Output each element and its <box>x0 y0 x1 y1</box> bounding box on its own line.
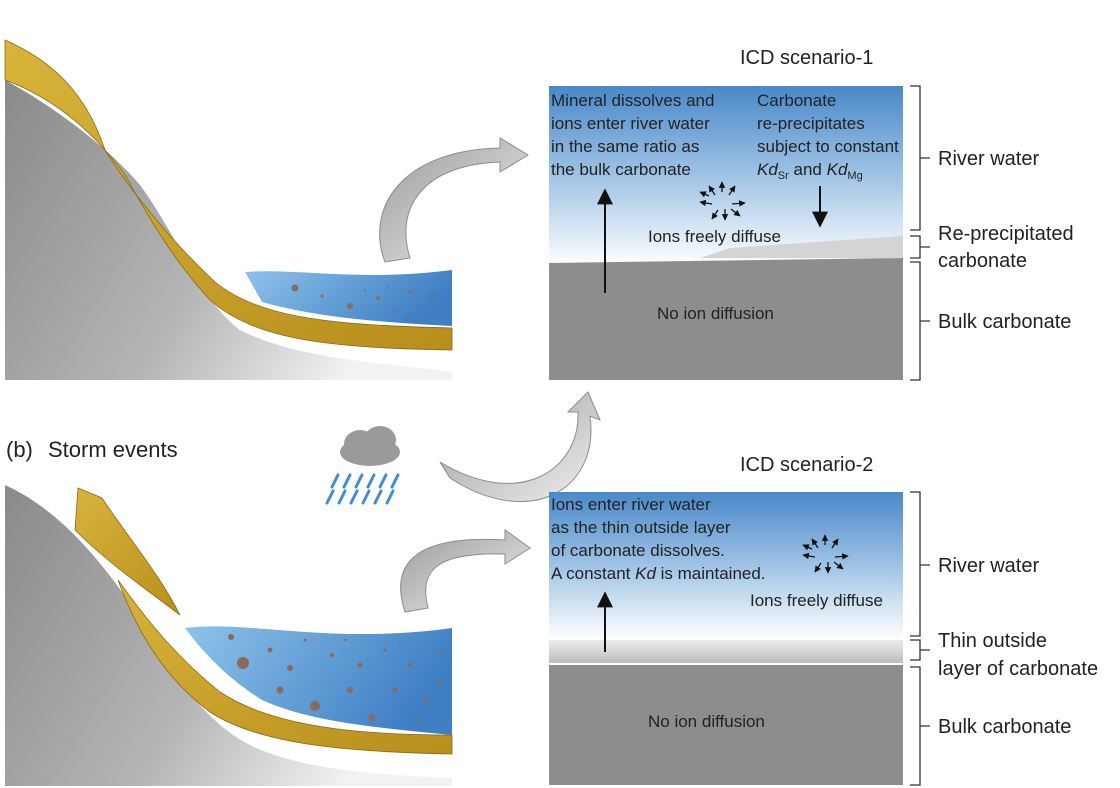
suspended-particles-storm <box>228 634 442 722</box>
scenario2-label-thin-1: layer of carbonate <box>938 658 1098 680</box>
diffusion-arrows-2 <box>802 534 849 574</box>
hillslope-storm <box>5 485 452 786</box>
scenario1-title: ICD scenario-1 <box>740 47 873 69</box>
scenario2-water <box>549 492 903 640</box>
sediment-layer <box>4 39 453 351</box>
scenario1-text-right-2: subject to constant <box>757 137 899 156</box>
bracket-thin <box>910 639 930 661</box>
scenario2-text-2: of carbonate dissolves. <box>551 541 725 560</box>
bracket-bulk-2 <box>910 666 930 786</box>
bracket-river-2 <box>910 491 930 637</box>
bracket-river-1 <box>910 85 930 231</box>
bracket-bulk-1 <box>910 261 930 381</box>
sliding-sediment-chunk <box>74 487 181 616</box>
suspended-particles <box>291 284 442 320</box>
scenario1-label-river: River water <box>938 148 1039 170</box>
river-water-storm <box>185 626 452 735</box>
scenario1-label-bulk: Bulk carbonate <box>938 311 1071 333</box>
scenario1-water <box>549 86 903 266</box>
scenario2-box: ICD scenario-2 Ions enter river water as… <box>549 454 1098 786</box>
scenario1-text-right-0: Carbonate <box>757 91 836 110</box>
landscape-normal <box>4 39 453 380</box>
arrow-storm-to-scenario1 <box>439 391 601 503</box>
scenario1-text-left-0: Mineral dissolves and <box>551 91 714 110</box>
thin-outside-layer <box>549 640 903 663</box>
panel-b-label: (b) <box>6 437 33 462</box>
scenario2-title: ICD scenario-2 <box>740 454 873 476</box>
scenario2-ions-diffuse: Ions freely diffuse <box>750 591 883 610</box>
bulk-carbonate-1 <box>549 258 903 380</box>
scenario2-no-diffusion: No ion diffusion <box>648 712 765 731</box>
scenario1-text-left-3: the bulk carbonate <box>551 160 691 179</box>
sediment-layer-storm <box>117 579 453 755</box>
scenario1-text-left-2: in the same ratio as <box>551 137 699 156</box>
panel-b-title: Storm events <box>48 437 178 462</box>
scenario2-label-river: River water <box>938 555 1039 577</box>
scenario1-ions-diffuse: Ions freely diffuse <box>648 227 781 246</box>
arrow-to-scenario1 <box>379 137 529 263</box>
scenario1-box: ICD scenario-1 Mineral dissolves and ion… <box>549 47 1074 381</box>
scenario1-kd-line: KdSr and KdMg <box>757 160 863 182</box>
scenario1-label-reprecip-0: Re-precipitated <box>938 223 1074 245</box>
hillslope <box>5 80 452 380</box>
bracket-reprecip <box>910 235 930 259</box>
arrow-to-scenario2 <box>400 529 531 613</box>
rain-cloud-icon <box>325 426 400 505</box>
scenario2-label-thin-0: Thin outside <box>938 630 1047 652</box>
diffusion-arrows-1 <box>699 181 746 221</box>
scenario1-no-diffusion: No ion diffusion <box>657 304 774 323</box>
curved-arrow-icon <box>379 137 529 263</box>
scenario1-text-right-1: re-precipitates <box>757 114 865 133</box>
scenario2-text-0: Ions enter river water <box>551 495 711 514</box>
scenario2-text-1: as the thin outside layer <box>551 518 731 537</box>
scenario2-kd-line: A constant Kd is maintained. <box>551 564 766 583</box>
curved-arrow-icon <box>400 529 531 613</box>
river-water <box>245 270 452 326</box>
landscape-storm <box>5 485 453 786</box>
curved-arrow-icon <box>439 391 601 503</box>
scenario2-label-bulk: Bulk carbonate <box>938 716 1071 738</box>
scenario1-label-reprecip-1: carbonate <box>938 250 1027 272</box>
bulk-carbonate-2 <box>549 665 903 785</box>
reprecipitated-layer <box>700 236 903 258</box>
scenario1-text-left-1: ions enter river water <box>551 114 710 133</box>
